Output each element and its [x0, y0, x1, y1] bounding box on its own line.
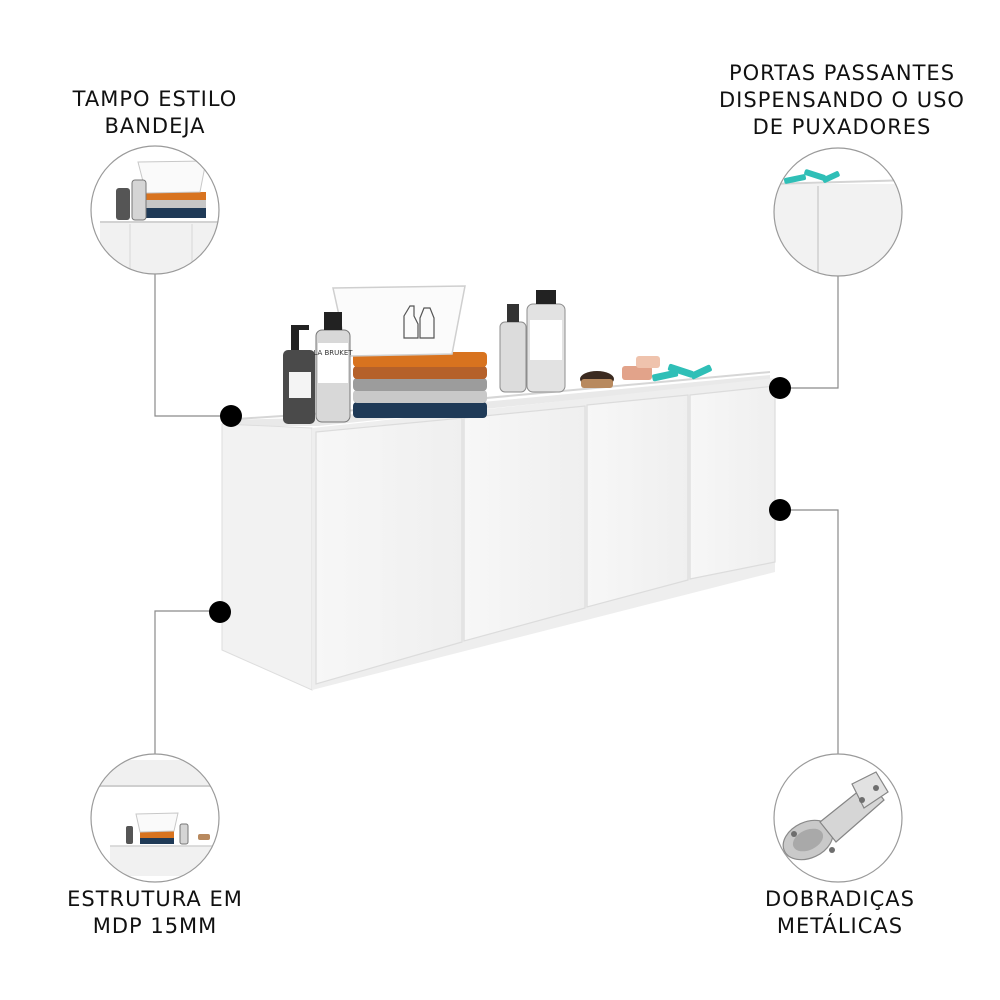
- callout-bottom-left-circle: [90, 753, 220, 883]
- marker-dots: [209, 377, 791, 623]
- callout-bottom-right-label: DOBRADIÇAS METÁLICAS: [765, 887, 915, 938]
- callout-top-right-label: PORTAS PASSANTES DISPENSANDO O USO DE PU…: [719, 61, 965, 139]
- cabinet-door-2: [463, 405, 586, 642]
- callout-bottom-left-label: ESTRUTURA EM MDP 15MM: [67, 887, 243, 938]
- cabinet-door-3: [586, 394, 689, 608]
- cabinet-door-1: [315, 417, 463, 685]
- hinge-icon: [782, 771, 889, 861]
- towel-navy: [353, 402, 487, 418]
- marker-dot-bottom-right: [769, 499, 791, 521]
- cabinet: [221, 371, 776, 691]
- callout-bottom-right-circle: [773, 753, 903, 883]
- marker-dot-top-right: [769, 377, 791, 399]
- soap: [622, 366, 652, 380]
- small-pump-bottle: [499, 321, 527, 393]
- cabinet-top-items: LA BRUKET: [283, 285, 712, 424]
- connector-lines: [154, 274, 839, 754]
- clothespins: [652, 363, 712, 382]
- marker-dot-bottom-left: [209, 601, 231, 623]
- callout-top-left-circle: [90, 145, 220, 275]
- callout-top-left-label: TAMPO ESTILO BANDEJA: [72, 87, 238, 138]
- callout-top-right-circle: [773, 147, 903, 277]
- marker-dot-top-left: [220, 405, 242, 427]
- basket: [332, 285, 466, 357]
- cabinet-door-4: [689, 385, 776, 580]
- bottle-label-text: LA BRUKET: [313, 349, 353, 357]
